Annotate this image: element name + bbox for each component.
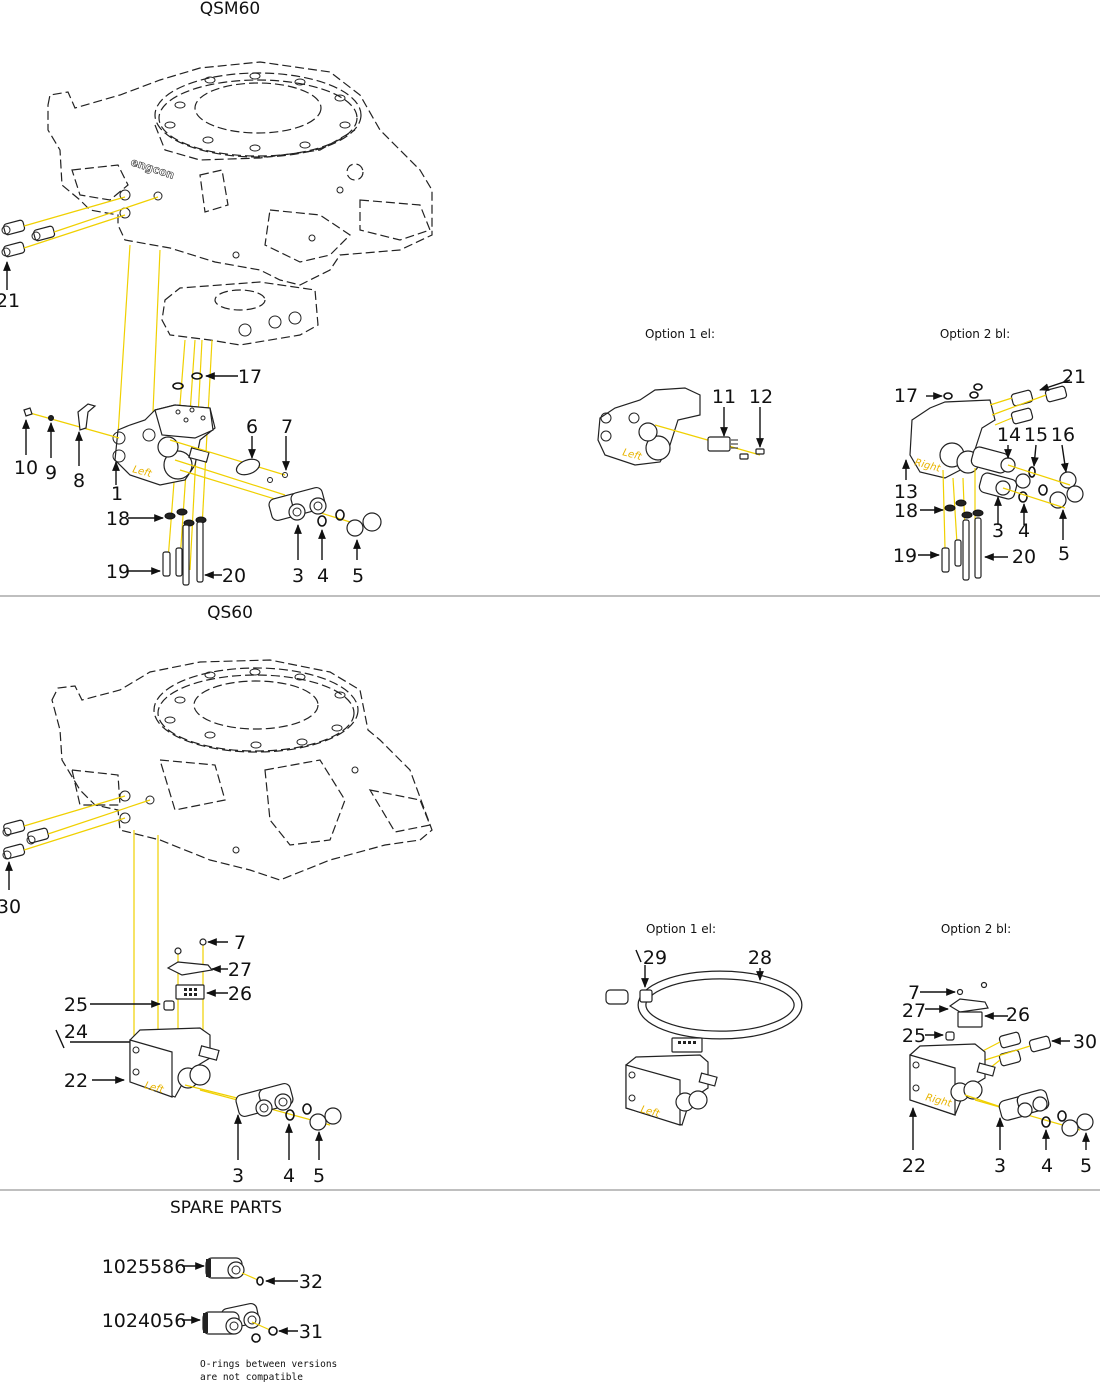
callout-20: 20 <box>222 565 246 587</box>
section-title-qsm60: QSM60 <box>200 0 260 19</box>
valve-block-left-qs60: Left <box>129 1027 220 1098</box>
option2-title-qs60: Option 2 bl: <box>941 922 1011 936</box>
bolts-21 <box>1 196 159 258</box>
callout-27-opt2: 27 <box>902 1000 926 1022</box>
callout-7-qs60: 7 <box>234 932 246 954</box>
callout-13: 13 <box>894 481 918 503</box>
callout-11: 11 <box>712 386 736 408</box>
callout-7: 7 <box>281 416 293 438</box>
spare-parts-title: SPARE PARTS <box>170 1198 282 1218</box>
side-marking-left: Left <box>131 464 153 480</box>
callout-4-opt2-qs60: 4 <box>1041 1155 1053 1177</box>
callout-7-opt2-qs60: 7 <box>908 982 920 1004</box>
callout-4-opt2: 4 <box>1018 520 1030 542</box>
callout-3: 3 <box>292 565 304 587</box>
section-spare-parts: SPARE PARTS 1025586 32 1024056 31 <box>102 1198 338 1383</box>
compatibility-note-line2: are not compatible <box>200 1372 303 1383</box>
callout-12: 12 <box>749 386 773 408</box>
callout-6: 6 <box>246 416 258 438</box>
callout-10: 10 <box>14 457 38 479</box>
callout-20-opt2: 20 <box>1012 546 1036 568</box>
option2-title-qsm60: Option 2 bl: <box>940 327 1010 341</box>
option1-title-qsm60: Option 1 el: <box>645 327 715 341</box>
callout-21-opt2: 21 <box>1062 366 1086 388</box>
callout-19-opt2: 19 <box>893 545 917 567</box>
callout-28: 28 <box>748 947 772 969</box>
oring-callout: 31 <box>299 1321 323 1343</box>
option1-title-qs60: Option 1 el: <box>646 922 716 936</box>
section-title-qs60: QS60 <box>207 603 253 623</box>
callout-3-opt2: 3 <box>992 520 1004 542</box>
callout-25-opt2: 25 <box>902 1025 926 1047</box>
callout-4: 4 <box>317 565 329 587</box>
callout-5-opt2: 5 <box>1058 543 1070 565</box>
callout-3-qs60: 3 <box>232 1165 244 1187</box>
callout-16: 16 <box>1051 424 1075 446</box>
oring-callout: 32 <box>299 1271 323 1293</box>
side-marking-left-opt1: Left <box>621 447 643 463</box>
part-number: 1025586 <box>102 1256 187 1278</box>
turntable-housing-qsm60: engcon <box>47 61 433 286</box>
valve-adapter-qsm60 <box>161 281 319 346</box>
valve-block-left-qsm60: Left <box>112 404 216 486</box>
callout-22: 22 <box>64 1070 88 1092</box>
section-qs60: QS60 <box>0 603 1097 1187</box>
cartridge-3 <box>268 486 327 522</box>
callout-9: 9 <box>45 462 57 484</box>
part-number: 1024056 <box>102 1310 187 1332</box>
qs60-option2: Option 2 bl: 7 27 26 25 30 <box>902 922 1097 1177</box>
callout-21: 21 <box>0 290 20 312</box>
callout-19: 19 <box>106 561 130 583</box>
svg-text:engcon: engcon <box>129 155 176 181</box>
bolts-30 <box>2 795 151 860</box>
callout-18-opt2: 18 <box>894 500 918 522</box>
side-marking-left-qs60: Left <box>143 1080 165 1096</box>
spare-part-1025586: 1025586 32 <box>102 1256 323 1293</box>
qs60-option1: Option 1 el: 29 28 Left <box>605 922 803 1126</box>
qsm60-option1: Option 1 el: Left 11 12 <box>597 327 773 466</box>
turntable-housing-qs60 <box>51 659 433 881</box>
callout-24: 24 <box>64 1021 88 1043</box>
callout-8: 8 <box>73 470 85 492</box>
callout-26: 26 <box>228 983 252 1005</box>
callout-3-opt2-qs60: 3 <box>994 1155 1006 1177</box>
compatibility-note-line1: O-rings between versions <box>200 1359 337 1370</box>
qsm60-option2: Option 2 bl: Right 17 21 <box>893 327 1086 581</box>
callout-5: 5 <box>352 565 364 587</box>
callout-4-qs60: 4 <box>283 1165 295 1187</box>
callout-27: 27 <box>228 959 252 981</box>
callout-15: 15 <box>1024 424 1048 446</box>
callout-30: 30 <box>0 896 21 918</box>
callout-22-opt2: 22 <box>902 1155 926 1177</box>
callout-26-opt2: 26 <box>1006 1004 1030 1026</box>
side-marking-left-qs60-opt1: Left <box>639 1104 661 1120</box>
section-qsm60: QSM60 engcon <box>0 0 1086 587</box>
callout-5-qs60: 5 <box>313 1165 325 1187</box>
callout-18: 18 <box>106 508 130 530</box>
callout-5-opt2-qs60: 5 <box>1080 1155 1092 1177</box>
callout-14: 14 <box>997 424 1021 446</box>
spare-part-1024056: 1024056 31 <box>102 1302 323 1343</box>
callout-17: 17 <box>238 366 262 388</box>
callout-30-opt2: 30 <box>1073 1031 1097 1053</box>
callout-17-opt2: 17 <box>894 385 918 407</box>
callout-1: 1 <box>111 483 123 505</box>
callout-29: 29 <box>643 947 667 969</box>
callout-25: 25 <box>64 994 88 1016</box>
